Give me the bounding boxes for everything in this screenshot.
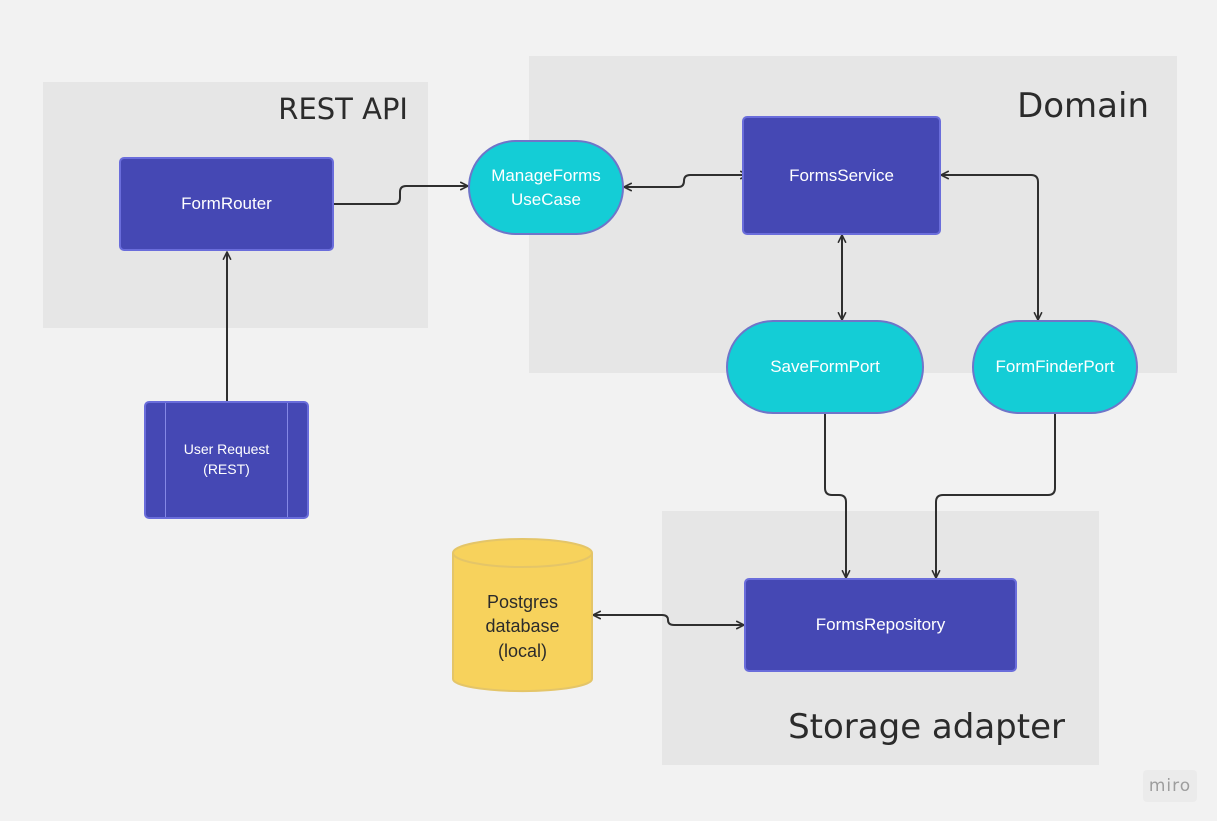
user-request-node[interactable]: User Request (REST): [144, 401, 309, 519]
group-label-rest-api: REST API: [278, 92, 408, 126]
edge-manage-forms-to-forms-service: [623, 170, 749, 192]
group-label-storage-adapter: Storage adapter: [788, 707, 1065, 747]
forms-repository-node[interactable]: FormsRepository: [744, 578, 1017, 672]
form-router-node[interactable]: FormRouter: [119, 157, 334, 251]
user-request-label: User Request (REST): [183, 441, 270, 477]
manage-forms-use-case-node[interactable]: ManageForms UseCase: [468, 140, 624, 235]
process-bar-right: [287, 403, 288, 517]
edge-save-form-port-to-forms-repository: [824, 413, 851, 579]
process-bar-left: [165, 403, 166, 517]
database-cylinder-icon: [452, 538, 593, 693]
edge-form-finder-port-to-forms-repository: [931, 413, 1056, 579]
miro-watermark: miro: [1143, 770, 1197, 802]
group-label-domain: Domain: [1017, 86, 1149, 126]
postgres-database-label[interactable]: Postgres database (local): [485, 592, 560, 661]
forms-service-node[interactable]: FormsService: [742, 116, 941, 235]
edge-forms-service-to-form-finder-port: [940, 170, 1043, 321]
edge-form-router-to-manage-forms: [334, 181, 469, 205]
save-form-port-node[interactable]: SaveFormPort: [726, 320, 924, 414]
edge-postgres-to-forms-repository: [592, 610, 745, 630]
form-finder-port-node[interactable]: FormFinderPort: [972, 320, 1138, 414]
